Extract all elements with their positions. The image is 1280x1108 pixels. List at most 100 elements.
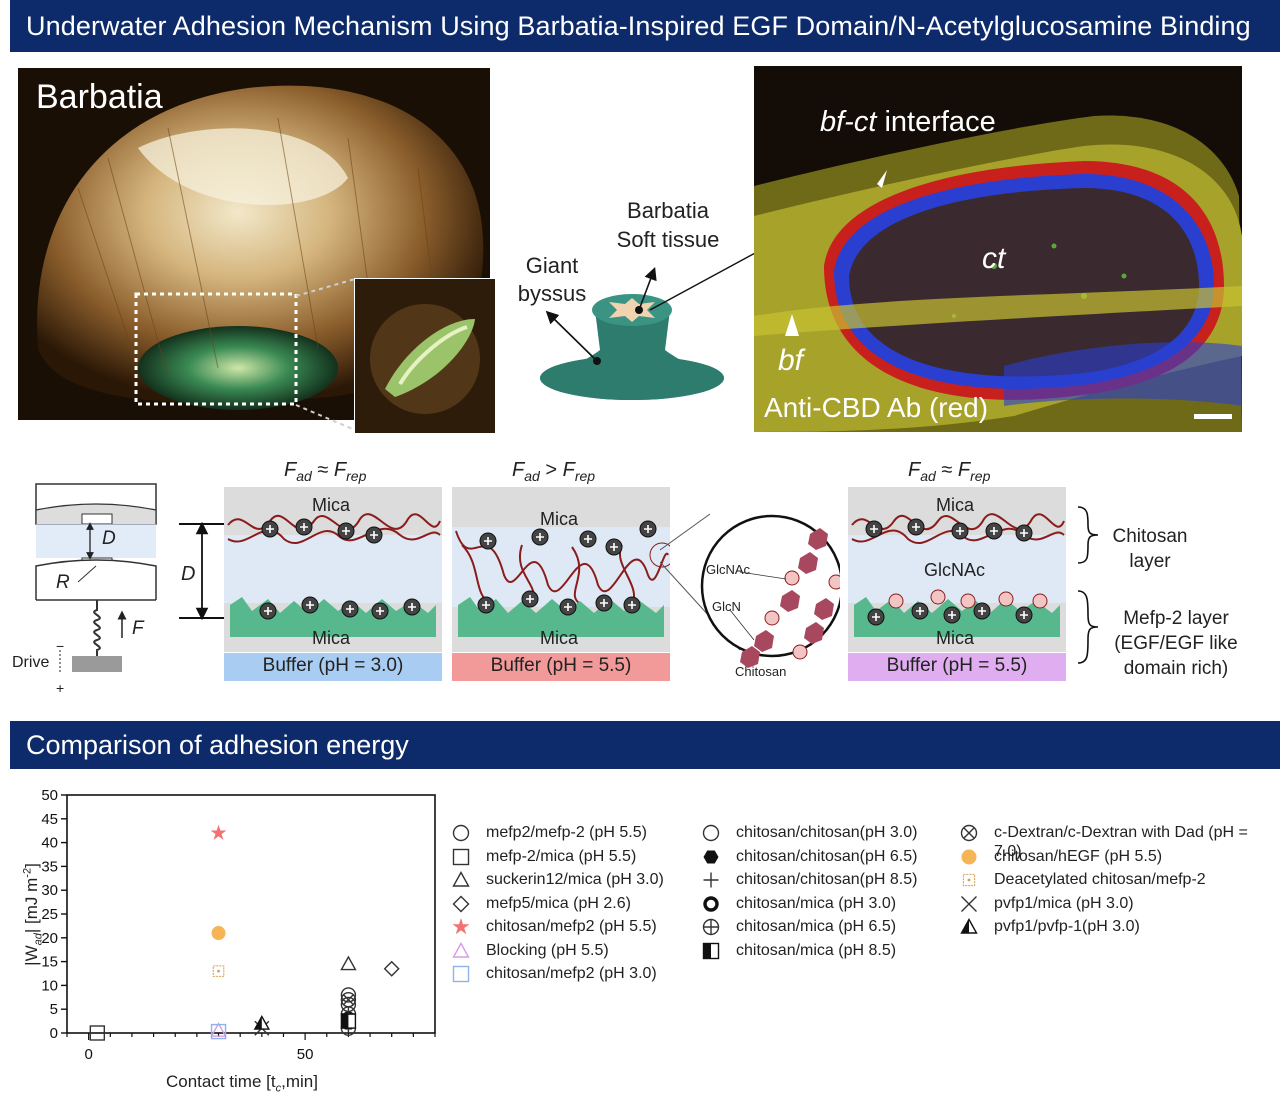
legend-item: chitosan/chitosan(pH 6.5) <box>700 846 950 868</box>
legend-symbol <box>960 918 978 934</box>
legend-item: chitosan/chitosan(pH 3.0) <box>700 822 950 844</box>
section-title: Comparison of adhesion energy <box>26 730 409 760</box>
data-point <box>340 1013 357 1029</box>
legend-symbol <box>962 873 976 887</box>
legend-item: chitosan/hEGF (pH 5.5) <box>958 846 1258 868</box>
legend-symbol <box>961 849 977 864</box>
sfa-r-label: R <box>56 572 70 593</box>
xlabel-sub: c <box>275 1082 282 1095</box>
p2-bottom-mica: Mica <box>540 628 579 648</box>
y-tick-label: 5 <box>50 1001 58 1018</box>
legend-label: pvfp1/mica (pH 3.0) <box>994 894 1134 912</box>
p3-bottom-mica: Mica <box>936 628 975 648</box>
sfa-drive-label: Drive <box>12 654 50 671</box>
legend-symbol <box>702 824 720 842</box>
y-tick-label: 0 <box>50 1025 58 1042</box>
p2-top-mica: Mica <box>540 509 579 529</box>
ylabel-close: ] <box>22 863 42 868</box>
data-point <box>210 1022 227 1037</box>
p1-bottom-mica: Mica <box>312 628 351 648</box>
y-tick-label: 50 <box>41 787 58 804</box>
barbatia-shell-illustration <box>18 68 490 420</box>
data-point <box>253 1015 271 1030</box>
legend-label: Blocking (pH 5.5) <box>486 941 609 959</box>
data-point <box>89 1025 106 1041</box>
soft-tissue-label: Barbatia Soft tissue <box>606 196 730 254</box>
legend-symbol <box>703 850 719 863</box>
fluorescence-micrograph: bf-ct interface ct bf Anti-CBD Ab (red) <box>754 66 1242 432</box>
p2-f-rep: F <box>562 459 575 481</box>
legend-symbol <box>452 848 470 865</box>
p3-relation: ≈ <box>941 459 953 481</box>
legend-label: chitosan/mefp2 (pH 5.5) <box>486 918 657 935</box>
zoom-glcn-label: GlcN <box>712 599 741 614</box>
legend-label: Deacetylated chitosan/mefp-2 <box>994 871 1206 888</box>
legend-symbol <box>961 895 977 912</box>
byssus-inset-photo <box>354 278 496 434</box>
ylabel-end: | [mJ m <box>22 877 42 934</box>
byssus-inset-illustration <box>355 279 495 433</box>
legend-item: c-Dextran/c-Dextran with Dad (pH = 7.0) <box>958 822 1258 860</box>
legend-label: chitosan/chitosan(pH 8.5) <box>736 871 918 888</box>
chart-y-axis-label: |Wad| [mJ m-2] <box>21 820 44 1010</box>
chitosan-zoom-circle <box>660 513 840 668</box>
p1-f-rep: F <box>333 459 347 481</box>
legend-symbol <box>452 895 470 912</box>
legend-item: chitosan/mefp2 (pH 3.0) <box>450 963 690 985</box>
sfa-apparatus-diagram <box>35 483 157 674</box>
legend-label: chitosan/mica (pH 3.0) <box>736 894 897 912</box>
giant-byssus-line2: byssus <box>517 281 587 306</box>
barbatia-photo: Barbatia <box>18 68 490 420</box>
p1-buffer: Buffer (pH = 3.0) <box>262 655 404 676</box>
bf-ct-italic: bf-ct <box>820 106 877 138</box>
p2-f-ad-sub: ad <box>524 468 540 484</box>
legend-item: chitosan/mica (pH 6.5) <box>700 916 950 938</box>
y-tick-label: 40 <box>41 835 58 852</box>
data-point <box>210 1023 227 1040</box>
soft-tissue-line2: Soft tissue <box>616 227 720 252</box>
legend-item: chitosan/mica (pH 8.5) <box>700 940 950 962</box>
legend-label: mefp5/mica (pH 2.6) <box>486 894 631 912</box>
xlabel-main: Contact time [t <box>166 1072 276 1091</box>
p3-f-rep: F <box>957 459 971 481</box>
ylabel-sub: ad <box>32 933 45 946</box>
p2-f-ad: F <box>512 459 525 481</box>
data-point <box>211 926 226 941</box>
data-point <box>383 960 400 977</box>
chitosan-layer-line2: layer <box>1129 551 1171 572</box>
legend-symbol <box>452 918 470 935</box>
x-tick-label: 0 <box>84 1046 92 1063</box>
p1-f-rep-sub: rep <box>346 468 367 484</box>
interface-word: interface <box>876 106 996 138</box>
legend-symbol <box>702 918 720 936</box>
p3-f-ad-sub: ad <box>920 468 936 484</box>
legend-label: chitosan/mefp2 (pH 3.0) <box>486 965 657 982</box>
panel-ph55-a: Fad > Frep Mica Mica Buffer (pH = 5.5) <box>452 455 670 682</box>
p1-relation: ≈ <box>317 459 329 481</box>
chart-x-axis-label: Contact time [tc,min] <box>166 1072 318 1094</box>
ylabel-sup: -2 <box>21 867 34 878</box>
legend-symbol <box>703 895 719 912</box>
p3-buffer: Buffer (pH = 5.5) <box>886 655 1028 676</box>
y-tick-label: 45 <box>41 811 58 828</box>
legend-label: pvfp1/pvfp-1(pH 3.0) <box>994 918 1140 935</box>
ct-label: ct <box>982 242 1006 275</box>
p2-relation: > <box>545 459 558 481</box>
legend-label: chitosan/chitosan(pH 3.0) <box>736 824 918 841</box>
legend-symbol <box>702 942 720 959</box>
data-point <box>210 824 227 840</box>
legend-label: chitosan/mica (pH 6.5) <box>736 918 897 935</box>
p2-f-rep-sub: rep <box>574 468 596 484</box>
y-tick-label: 30 <box>41 882 58 899</box>
separation-d-label: D <box>181 563 196 585</box>
giant-byssus-label: Giant byssus <box>510 252 594 308</box>
bf-label: bf <box>778 344 804 377</box>
legend-symbol <box>452 871 470 887</box>
y-tick-label: 20 <box>41 930 58 947</box>
panel-ph55b-force-relation: Fad ≈ Frep <box>908 459 990 484</box>
page-title: Underwater Adhesion Mechanism Using Barb… <box>26 11 1251 41</box>
bf-ct-interface-label: bf-ct interface <box>820 106 996 139</box>
soft-tissue-line1: Barbatia <box>627 198 709 223</box>
separation-d-bracket <box>179 521 231 621</box>
y-tick-label: 25 <box>41 906 58 923</box>
